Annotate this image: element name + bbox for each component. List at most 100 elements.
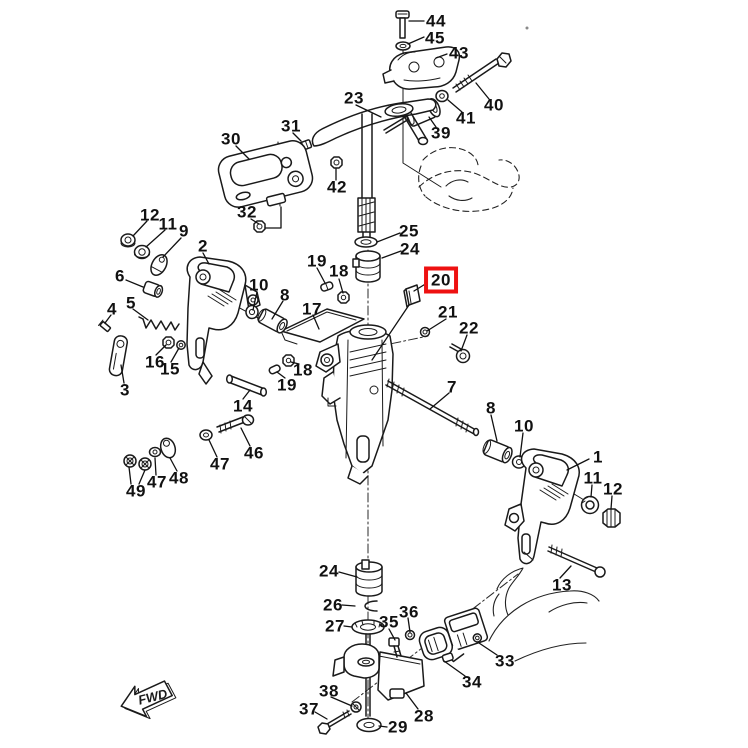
part-8-right-bushing [482, 439, 513, 464]
phantom-outline-upper [418, 147, 520, 212]
part-callout-46[interactable]: 46 [244, 443, 264, 463]
part-callout-35[interactable]: 35 [379, 612, 399, 632]
leader-lines [104, 20, 613, 728]
part-callout-45[interactable]: 45 [425, 28, 445, 48]
part-callout-7[interactable]: 7 [447, 377, 457, 397]
part-callout-18-upper[interactable]: 18 [329, 261, 349, 281]
part-43-clamp [382, 46, 461, 90]
part-21-nut [419, 326, 431, 338]
part-callout-42[interactable]: 42 [327, 177, 347, 197]
part-47-upper-washer [199, 429, 213, 441]
part-callout-30[interactable]: 30 [221, 129, 241, 149]
part-callout-49[interactable]: 49 [126, 481, 146, 501]
part-callout-27[interactable]: 27 [325, 616, 345, 636]
part-callout-34[interactable]: 34 [462, 672, 482, 692]
part-11-left-nut [133, 244, 151, 260]
part-swivel-bracket-body [315, 324, 394, 485]
part-callout-10-right[interactable]: 10 [514, 416, 534, 436]
part-callout-26[interactable]: 26 [323, 595, 343, 615]
part-34-mount [418, 626, 454, 663]
part-11-right-nut [580, 495, 600, 515]
part-12-right-cap-nut [602, 508, 621, 528]
part-3-bar [108, 335, 129, 377]
part-17-mount-plate [280, 308, 365, 345]
part-callout-31[interactable]: 31 [281, 116, 301, 136]
phantom-outline-lower [488, 567, 600, 662]
part-44-bolt [395, 10, 410, 39]
part-callout-3[interactable]: 3 [120, 380, 130, 400]
part-callout-40[interactable]: 40 [484, 95, 504, 115]
part-13-bolt [547, 544, 606, 578]
part-callout-2[interactable]: 2 [198, 236, 208, 256]
part-12-left-nut [120, 233, 136, 248]
part-29-washer [356, 717, 382, 733]
part-callout-20[interactable]: 20 [424, 266, 458, 294]
part-callout-37[interactable]: 37 [299, 699, 319, 719]
part-47-lower-washer [148, 446, 162, 458]
part-38-washer [350, 701, 362, 713]
part-callout-9[interactable]: 9 [179, 221, 189, 241]
part-callout-13[interactable]: 13 [552, 575, 572, 595]
part-30-clamp-bracket [217, 140, 314, 208]
part-callout-8-left[interactable]: 8 [280, 285, 290, 305]
part-callout-24-lower[interactable]: 24 [319, 561, 339, 581]
part-callout-39[interactable]: 39 [431, 123, 451, 143]
part-24-upper-bushing [352, 250, 381, 283]
part-15-washer [176, 340, 186, 350]
part-callout-17[interactable]: 17 [302, 299, 322, 319]
part-callout-47-lower[interactable]: 47 [147, 472, 167, 492]
part-callout-43[interactable]: 43 [449, 43, 469, 63]
part-callout-22[interactable]: 22 [459, 318, 479, 338]
part-callout-47-upper[interactable]: 47 [210, 454, 230, 474]
part-28-bottom-bracket [332, 643, 425, 701]
part-10-left-washer [245, 304, 259, 320]
part-callout-16[interactable]: 16 [145, 352, 165, 372]
part-callout-25[interactable]: 25 [399, 221, 419, 241]
part-48-washer [159, 437, 177, 459]
part-callout-21[interactable]: 21 [438, 302, 458, 322]
part-callout-36[interactable]: 36 [399, 602, 419, 622]
part-callout-11-right[interactable]: 11 [583, 468, 603, 488]
part-41-washer [435, 89, 449, 103]
part-callout-12-right[interactable]: 12 [603, 479, 623, 499]
part-23-steering-arm [311, 98, 437, 242]
part-callout-5[interactable]: 5 [126, 293, 136, 313]
part-46-bolt [216, 414, 255, 434]
part-4-screw [97, 319, 112, 333]
part-callout-1[interactable]: 1 [593, 447, 603, 467]
part-40-bolt [452, 52, 512, 93]
part-callout-11-left[interactable]: 11 [158, 214, 178, 234]
part-callout-6[interactable]: 6 [115, 266, 125, 286]
part-callout-15[interactable]: 15 [160, 359, 180, 379]
parts-artwork [97, 10, 621, 735]
part-callout-18-lower[interactable]: 18 [293, 360, 313, 380]
part-callout-33[interactable]: 33 [495, 651, 515, 671]
part-6-bushing [142, 280, 164, 298]
part-callout-29[interactable]: 29 [388, 717, 408, 737]
part-callout-38[interactable]: 38 [319, 681, 339, 701]
part-callout-48[interactable]: 48 [169, 468, 189, 488]
part-14-pin [225, 374, 268, 397]
part-1-clamp-bracket [504, 448, 580, 565]
part-24-lower-bushing [355, 559, 383, 597]
part-26-c-ring [364, 600, 378, 612]
part-callout-14[interactable]: 14 [233, 396, 253, 416]
part-callout-41[interactable]: 41 [456, 108, 476, 128]
part-callout-8-right[interactable]: 8 [486, 398, 496, 418]
part-callout-32[interactable]: 32 [237, 202, 257, 222]
part-callout-23[interactable]: 23 [344, 88, 364, 108]
part-callout-4[interactable]: 4 [107, 299, 117, 319]
part-callout-28[interactable]: 28 [414, 706, 434, 726]
part-callout-10-left[interactable]: 10 [249, 275, 269, 295]
part-callout-19-upper[interactable]: 19 [307, 251, 327, 271]
part-callout-24-upper[interactable]: 24 [400, 239, 420, 259]
fwd-arrow-label: FWD [137, 686, 170, 708]
part-5-spring [138, 316, 180, 331]
part-callout-12-left[interactable]: 12 [140, 205, 160, 225]
part-7-pivot-rod [385, 378, 480, 437]
part-callout-19-lower[interactable]: 19 [277, 375, 297, 395]
fwd-arrow: FWD [120, 680, 177, 720]
part-callout-44[interactable]: 44 [426, 11, 446, 31]
